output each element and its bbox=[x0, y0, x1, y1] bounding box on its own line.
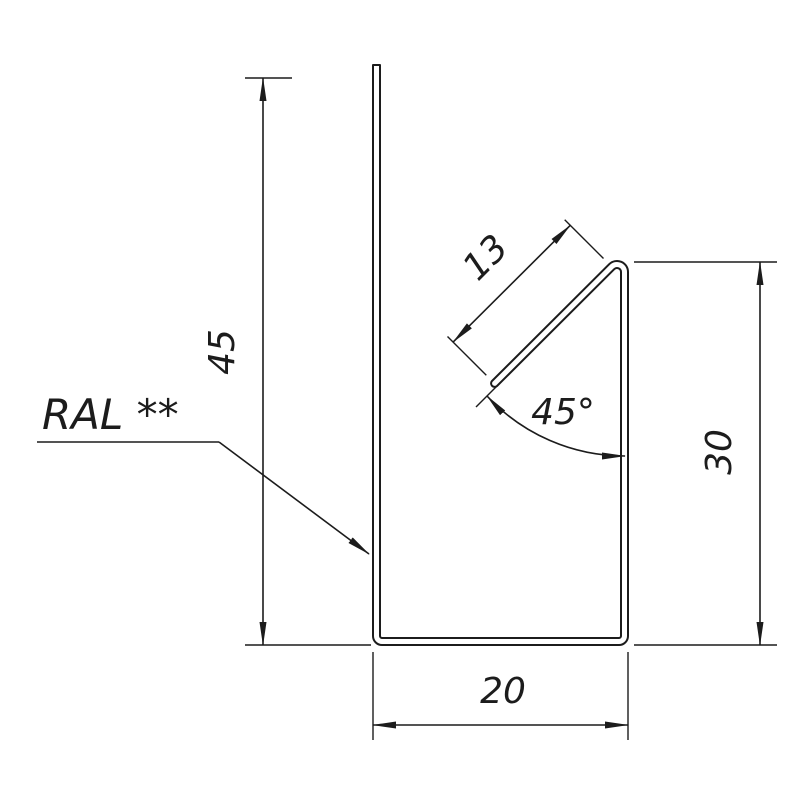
dim-45-value: 45 bbox=[202, 329, 243, 375]
dim-13-line bbox=[452, 224, 572, 343]
dim-13-value: 13 bbox=[455, 227, 516, 288]
angle-arc bbox=[486, 395, 626, 460]
ral-leader-line bbox=[218, 441, 370, 555]
dim-13-extension-lower bbox=[447, 336, 487, 376]
ral-label: RAL ** bbox=[42, 390, 179, 439]
profile-outline bbox=[372, 64, 630, 646]
dim-20-value: 20 bbox=[480, 671, 526, 712]
dim-13-extension-upper bbox=[564, 219, 604, 259]
dim-30-value: 30 bbox=[699, 429, 740, 475]
angle-value: 45° bbox=[531, 392, 595, 433]
